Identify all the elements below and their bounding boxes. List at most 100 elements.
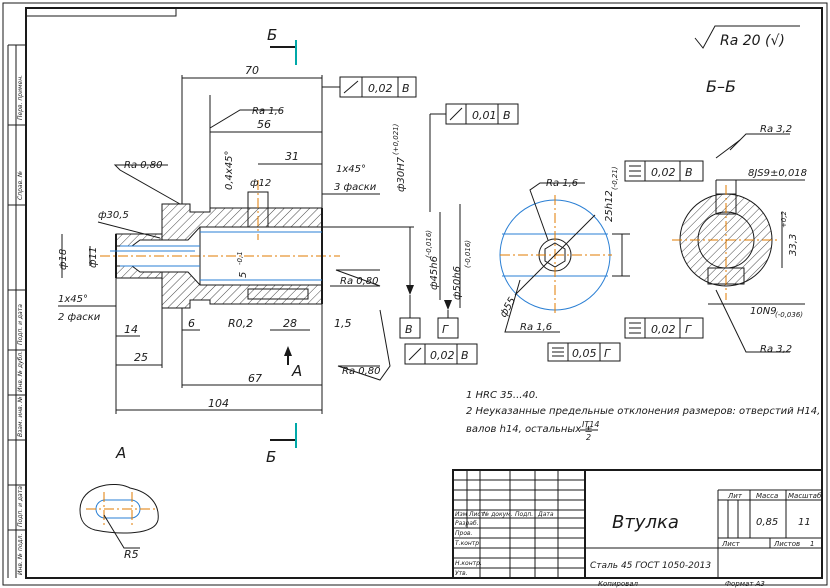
datum-v <box>399 317 421 339</box>
sheets-count: 1 <box>810 540 814 548</box>
note-frac-bottom: 2 <box>586 433 591 442</box>
dim-33-3-tol: +0,2 <box>780 210 788 228</box>
tol-value: 0,01 <box>472 109 497 122</box>
chamfer-outer-count: 3 фаски <box>334 182 377 193</box>
note-3: валов h14, остальных ± <box>466 424 593 435</box>
dim-d45-tol: (-0,016) <box>425 230 433 258</box>
ra-32: Ra 3,2 <box>760 344 792 355</box>
sheets-label: Листов <box>773 540 800 548</box>
ra-16: Ra 1,6 <box>520 322 552 333</box>
tol-base: Г <box>685 323 692 336</box>
dim-d30-tol: (+0,021) <box>392 123 400 155</box>
dim-5: 5 <box>238 272 249 278</box>
dim-d18: ф18 <box>58 249 69 270</box>
note-2: 2 Неуказанные предельные отклонения разм… <box>466 406 820 417</box>
sheet-label: Лист <box>721 540 741 548</box>
scale-value: 11 <box>798 517 811 528</box>
scale-header: Масштаб <box>788 492 822 500</box>
row-utv: Утв. <box>455 570 468 577</box>
dim-n9: 10N9 <box>750 306 777 317</box>
row-tkontr: Т.контр. <box>455 540 481 547</box>
dim-25h12-tol: (-0,21) <box>611 166 619 190</box>
datum-letter: В <box>405 323 413 336</box>
section-mark-top: Б <box>267 26 297 65</box>
chamfer-outer: 1х45° <box>336 164 366 175</box>
dim-d11: ф11 <box>88 247 99 268</box>
format-label: Формат А3 <box>725 580 765 588</box>
tol-base: В <box>503 109 511 122</box>
note-frac-top: IT14 <box>582 420 599 429</box>
end-view: 25h12 (-0,21) ф55 Ra 1,6 Ra 1,6 <box>498 166 630 333</box>
strip-label: Подп. и дата <box>17 304 24 345</box>
ra-080: Ra 0,80 <box>124 160 163 171</box>
view-a-label: А <box>115 444 126 462</box>
main-dimensions: 70 56 31 104 67 25 14 6 28 1,5 R0,2 ф18 … <box>58 64 472 414</box>
part-name: Втулка <box>612 512 679 533</box>
side-strip: Перв. примен. Справ. № Подп. и дата Инв.… <box>7 44 26 578</box>
dim-25: 25 <box>134 351 148 364</box>
chamfer-left-count: 2 фаски <box>58 312 101 323</box>
note-1: 1 HRC 35...40. <box>466 390 538 401</box>
strip-label: Перв. примен. <box>17 75 24 120</box>
row-nkontr: Н.контр. <box>455 560 482 567</box>
ra-080: Ra 0,80 <box>340 276 379 287</box>
main-view <box>100 180 340 309</box>
title-block: Изм Лист № докум. Подп. Дата Разраб. Про… <box>452 469 823 588</box>
ra-16: Ra 1,6 <box>546 178 578 189</box>
dim-70: 70 <box>245 64 259 77</box>
dim-5-tol: -0,1 <box>236 251 244 265</box>
strip-label: Справ. № <box>17 171 24 200</box>
tolerance-frames: 0,02 В 0,01 В 0,02 В 0,05 Г 0,02 В <box>322 76 704 365</box>
section-view: 33,3 +0,2 8JS9±0,018 10N9 (-0,036) Ra 3,… <box>672 124 807 355</box>
tol-base: В <box>685 166 693 179</box>
strip-label: Инв. № дубл. <box>17 351 24 392</box>
dim-d50: ф50h6 <box>452 266 463 300</box>
corner-box <box>25 7 177 17</box>
col-date: Дата <box>537 511 554 518</box>
ra-16: Ra 1,6 <box>252 106 284 117</box>
tol-value: 0,02 <box>368 82 393 95</box>
dim-d55: ф55 <box>498 296 518 320</box>
dim-104: 104 <box>208 397 229 410</box>
tol-value: 0,05 <box>572 347 597 360</box>
roughness-marks-main: Ra 0,80 Ra 1,6 Ra 0,80 Ra 0,80 <box>113 106 391 381</box>
tol-base: В <box>461 349 469 362</box>
datum-letter: Г <box>442 323 449 336</box>
tol-value: 0,02 <box>651 166 676 179</box>
material: Сталь 45 ГОСТ 1050-2013 <box>590 561 711 571</box>
dim-n9-tol: (-0,036) <box>775 311 803 319</box>
strip-label: Подп. и дата <box>17 486 24 527</box>
dim-67: 67 <box>248 372 262 385</box>
general-roughness: Ra 20 (√) <box>694 25 800 49</box>
datum-g <box>437 317 459 339</box>
dim-d12: ф12 <box>250 178 271 189</box>
row-razrab: Разраб. <box>455 520 479 527</box>
view-a: R5 <box>79 484 159 561</box>
copied-label: Копировал <box>598 580 639 588</box>
section-letter: Б <box>266 448 276 466</box>
dim-r5: R5 <box>124 548 139 561</box>
col-doc: № докум. <box>482 511 513 518</box>
mass-value: 0,85 <box>756 517 778 528</box>
dim-d45: ф45h6 <box>429 256 440 290</box>
ra-080: Ra 0,80 <box>342 366 381 377</box>
row-prov: Пров. <box>455 530 473 537</box>
tol-base: Г <box>604 347 611 360</box>
roughness-label: Ra 20 (√) <box>720 33 785 49</box>
dim-1-5: 1,5 <box>334 317 352 330</box>
dim-d50-tol: (-0,016) <box>464 240 472 268</box>
col-izm: Изм <box>455 511 468 518</box>
section-title: Б–Б <box>706 77 736 96</box>
dim-28: 28 <box>283 317 297 330</box>
dim-33-3: 33,3 <box>788 234 799 256</box>
chamfer-left: 1х45° <box>58 294 88 305</box>
col-list: Лист <box>468 511 485 518</box>
section-mark-bottom: Б <box>266 423 297 466</box>
tol-base: В <box>402 82 410 95</box>
view-letter: А <box>291 362 302 380</box>
tol-value: 0,02 <box>430 349 455 362</box>
inner-frame <box>25 7 823 579</box>
ra-32: Ra 3,2 <box>760 124 792 135</box>
notes: 1 HRC 35...40. 2 Неуказанные предельные … <box>466 390 820 442</box>
